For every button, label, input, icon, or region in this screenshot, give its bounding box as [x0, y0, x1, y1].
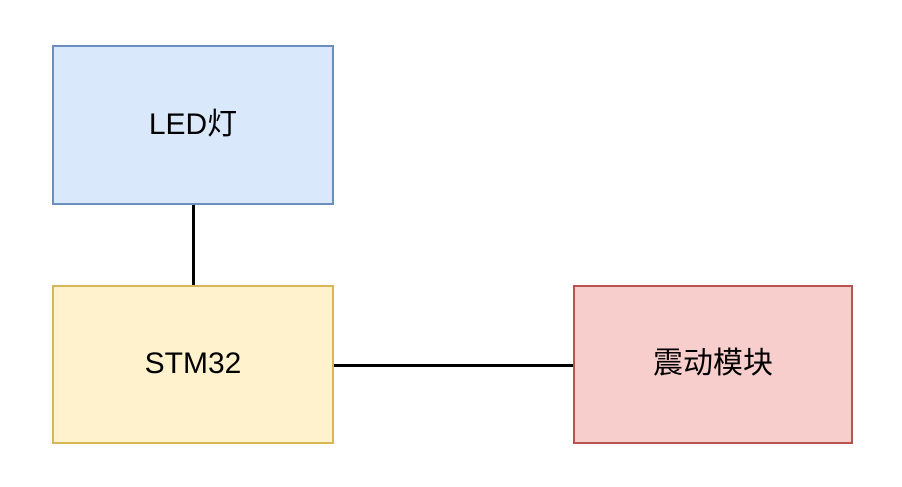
connector-led-to-stm32[interactable] — [192, 203, 195, 287]
node-led-lamp-label: LED灯 — [148, 107, 238, 141]
node-vibration-module-label: 震动模块 — [653, 347, 773, 381]
node-stm32[interactable]: STM32 — [52, 285, 334, 444]
connector-stm32-to-vibration-module[interactable] — [332, 364, 575, 367]
node-vibration-module[interactable]: 震动模块 — [573, 285, 853, 444]
node-stm32-label: STM32 — [144, 347, 242, 381]
node-led-lamp[interactable]: LED灯 — [52, 45, 334, 205]
